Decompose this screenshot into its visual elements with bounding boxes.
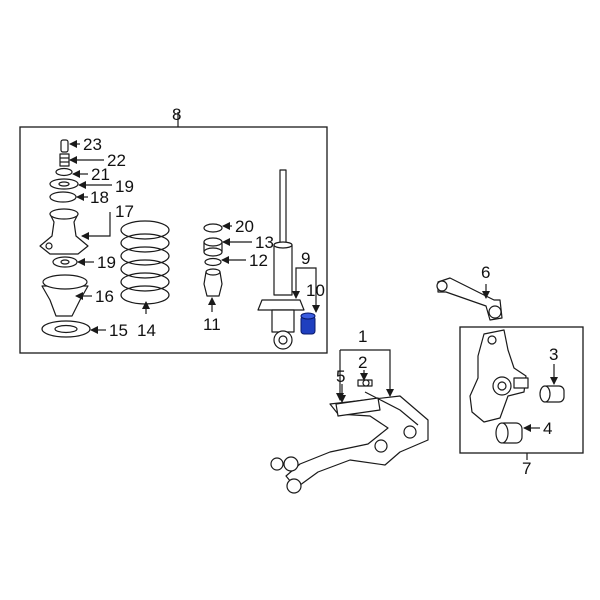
trailing-arm-part-1 (270, 391, 429, 494)
insulator-part-15 (41, 320, 91, 338)
callout-22: 22 (107, 151, 126, 170)
washer-part-12 (204, 257, 222, 267)
cap-part-23 (60, 139, 69, 153)
knuckle-assembly-box (459, 326, 584, 454)
washer-part-21 (55, 167, 73, 177)
bump-stop-part-11 (203, 268, 223, 297)
callout-18: 18 (90, 188, 109, 207)
link-part-5 (335, 397, 381, 417)
callout-11: 11 (203, 315, 221, 334)
bushing-part-13 (203, 237, 223, 257)
callout-1: 1 (358, 327, 367, 346)
bushing-part-3 (539, 385, 565, 403)
callout-10: 10 (306, 281, 325, 300)
mount-part-17 (39, 208, 89, 255)
leader-lines (69, 140, 558, 432)
callout-21: 21 (91, 165, 110, 184)
callout-2: 2 (358, 353, 367, 372)
callout-3: 3 (549, 345, 558, 364)
callout-17: 17 (115, 202, 134, 221)
callout-19-upper: 19 (115, 177, 134, 196)
callout-8: 8 (172, 105, 181, 124)
washer-part-20 (203, 223, 223, 233)
callout-16: 16 (95, 287, 114, 306)
shock-absorber-part-9 (257, 169, 305, 350)
callout-6: 6 (481, 263, 490, 282)
bushing-part-19-lower (52, 256, 78, 268)
callout-7: 7 (522, 459, 531, 478)
bushing-part-4 (495, 422, 523, 444)
bolt-part-2 (357, 379, 373, 387)
coil-spring-part-14 (120, 220, 170, 305)
callout-12: 12 (249, 251, 268, 270)
callout-9: 9 (301, 249, 310, 268)
knuckle-part-7 (469, 329, 529, 423)
lateral-link-part-6 (436, 277, 503, 321)
callout-4: 4 (543, 419, 552, 438)
bushing-part-10-highlighted (300, 312, 316, 335)
callout-20: 20 (235, 217, 254, 236)
ring-part-18 (49, 191, 77, 203)
callout-19-lower: 19 (97, 253, 116, 272)
strut-assembly-box (19, 126, 328, 354)
callout-14: 14 (137, 321, 156, 340)
callout-5: 5 (336, 367, 345, 386)
callout-13: 13 (255, 233, 274, 252)
callout-15: 15 (109, 321, 128, 340)
stud-part-22 (59, 153, 70, 167)
callout-23: 23 (83, 135, 102, 154)
bushing-part-19-upper (49, 178, 79, 190)
